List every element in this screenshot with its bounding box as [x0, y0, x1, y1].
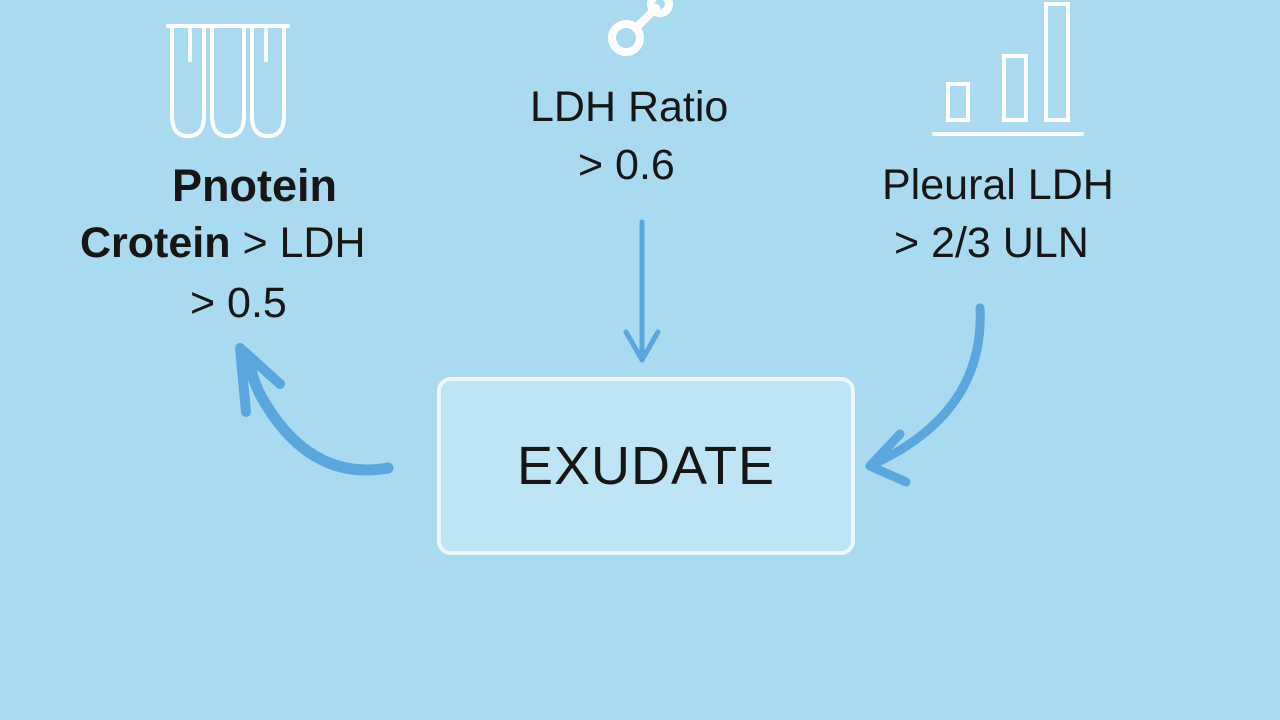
protein-ratio-threshold: > 0.5 — [190, 279, 287, 327]
molecule-icon — [608, 0, 673, 56]
test-tubes-icon — [166, 24, 290, 139]
protein-ldh-ratio-label: Crotein > LDH — [80, 222, 366, 265]
ldh-ratio-title: LDH Ratio — [530, 83, 729, 131]
exudate-result-box: EXUDATE — [437, 377, 855, 555]
bar-chart-icon — [932, 2, 1084, 136]
arrow-right — [865, 303, 985, 487]
exudate-label: EXUDATE — [516, 436, 776, 496]
pleural-ldh-threshold: > 2/3 ULN — [894, 219, 1089, 267]
arrow-center — [623, 219, 661, 363]
ldh-ratio-threshold: > 0.6 — [578, 141, 675, 189]
arrow-left — [235, 343, 394, 476]
protein-ldh-ratio-bold: Crotein — [80, 219, 231, 267]
protein-title: Pnotein — [172, 160, 337, 211]
pleural-ldh-title: Pleural LDH — [882, 161, 1114, 209]
protein-ldh-ratio-rest: > LDH — [242, 219, 366, 267]
